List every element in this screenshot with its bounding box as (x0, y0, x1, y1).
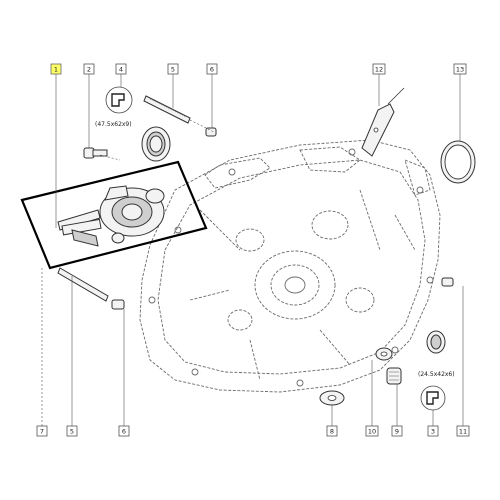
dowel-pin-top (205, 127, 217, 137)
callout-3: 3 (427, 425, 439, 437)
svg-text:13: 13 (456, 66, 464, 74)
callout-8: 8 (326, 425, 338, 437)
callout-5-top: 5 (167, 63, 179, 75)
svg-text:11: 11 (459, 428, 467, 436)
callout-4: 4 (115, 63, 127, 75)
filler-plug (386, 367, 402, 385)
callout-7: 7 (36, 425, 48, 437)
long-stud-top (143, 95, 191, 124)
long-stud-bottom (57, 267, 109, 302)
dowel-pin-bottom (111, 299, 125, 310)
svg-text:8: 8 (330, 428, 334, 436)
ring-gasket (440, 140, 476, 184)
seal-cross-section-top (105, 86, 133, 114)
callout-6-bottom: 6 (118, 425, 130, 437)
callout-10: 10 (365, 425, 379, 437)
svg-text:3: 3 (431, 428, 435, 436)
svg-text:9: 9 (395, 428, 399, 436)
svg-text:2: 2 (87, 66, 91, 74)
bolt-part (83, 147, 108, 159)
callout-12: 12 (372, 63, 386, 75)
callout-5-bottom: 5 (66, 425, 78, 437)
oil-seal-large (141, 126, 171, 162)
part-1-highlight-frame (20, 160, 208, 270)
callout-6-top: 6 (206, 63, 218, 75)
svg-text:5: 5 (70, 428, 74, 436)
svg-text:6: 6 (210, 66, 214, 74)
svg-text:10: 10 (368, 428, 376, 436)
small-washer (375, 347, 393, 361)
callout-9: 9 (391, 425, 403, 437)
svg-text:6: 6 (122, 428, 126, 436)
clutch-slave-cylinder (57, 185, 165, 247)
callout-1: 1 (50, 63, 62, 75)
oil-seal-small (426, 330, 446, 354)
seal-cross-section-bottom (420, 385, 446, 411)
callout-11: 11 (456, 425, 470, 437)
callout-13: 13 (453, 63, 467, 75)
callout-2: 2 (83, 63, 95, 75)
svg-text:7: 7 (40, 428, 44, 436)
dowel-pin-right (441, 277, 454, 287)
drain-washer (319, 390, 345, 406)
svg-text:1: 1 (54, 66, 58, 74)
svg-text:12: 12 (375, 66, 383, 74)
svg-text:4: 4 (119, 66, 123, 74)
leader-lines (41, 74, 464, 426)
seal-bottom-spec: (24.5x42x6) (418, 371, 455, 378)
release-lever (361, 87, 405, 157)
svg-text:5: 5 (171, 66, 175, 74)
gearbox-housing (139, 139, 441, 393)
seal-top-spec: (47.5x62x9) (95, 121, 132, 128)
